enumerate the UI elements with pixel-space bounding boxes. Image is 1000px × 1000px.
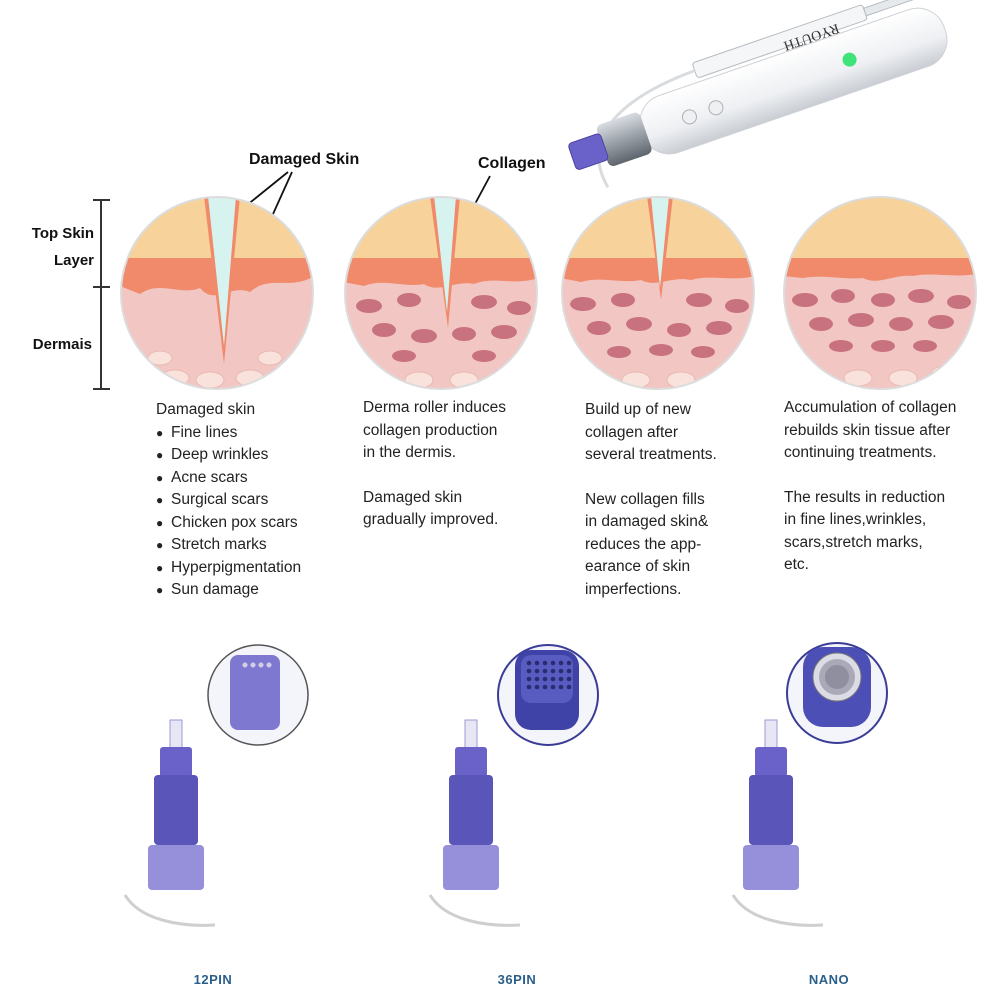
list-item: Stretch marks [156, 534, 346, 557]
column-4-text: Accumulation of collagen rebuilds skin t… [784, 397, 994, 577]
collagen-label: Collagen [478, 155, 546, 172]
cartridge-zoom-nano [786, 642, 888, 744]
cartridge-body [443, 719, 499, 890]
top-skin-layer-label: Top Skin Layer [14, 220, 94, 274]
cartridge-body [743, 719, 799, 890]
cartridge-zoom-12pin [207, 644, 309, 746]
cartridge-12pin [123, 644, 309, 927]
collagen-fill [651, 197, 669, 288]
skin-diagram-stage-1 [120, 196, 314, 390]
column-3-text: Build up of new collagen after several t… [585, 399, 775, 601]
list-item: Sun damage [156, 579, 346, 602]
cartridge-zoom-36pin [497, 644, 599, 746]
column-2-paragraph-1: Derma roller induces collagen production… [363, 399, 506, 461]
cartridge-label-36pin: 36PIN [497, 972, 537, 987]
column-4-paragraph-1: Accumulation of collagen rebuilds skin t… [784, 399, 957, 461]
skin-diagram-stage-3 [561, 196, 755, 390]
list-item: Hyperpigmentation [156, 557, 346, 580]
list-item: Acne scars [156, 467, 346, 490]
column-2-paragraph-2: Damaged skin gradually improved. [363, 488, 499, 529]
column-4-paragraph-2: The results in reduction in fine lines,w… [784, 488, 946, 574]
column-1-text: Damaged skin Fine lines Deep wrinkles Ac… [156, 399, 346, 602]
dermis-label: Dermais [32, 336, 92, 353]
microneedling-pen: RYOUTH [568, 0, 948, 188]
list-item: Chicken pox scars [156, 512, 346, 535]
collagen-fill [434, 197, 456, 312]
protective-cap-line [428, 894, 521, 927]
metal-collar [596, 112, 652, 166]
list-item: Fine lines [156, 422, 346, 445]
column-3-paragraph-2: New collagen fills in damaged skin& redu… [585, 490, 709, 598]
column-3-paragraph-1: Build up of new collagen after several t… [585, 401, 717, 463]
needle-cartridge-tip [568, 133, 609, 170]
down-button[interactable] [707, 99, 725, 117]
up-button[interactable] [681, 108, 699, 126]
cartridge-nano [731, 642, 888, 927]
damage-list: Fine lines Deep wrinkles Acne scars Surg… [156, 422, 346, 602]
power-led [842, 52, 857, 67]
skin-diagram-stage-4 [783, 196, 977, 390]
cartridge-body [148, 719, 204, 890]
top-skin-line1: Top Skin [31, 225, 94, 242]
skin-diagram-stage-2 [344, 196, 538, 390]
cartridge-label-12pin: 12PIN [193, 972, 233, 987]
protective-cap-line [123, 894, 216, 927]
column-1-title: Damaged skin [156, 401, 256, 418]
collagen-gap [208, 197, 236, 346]
list-item: Deep wrinkles [156, 444, 346, 467]
protective-cap-line [731, 894, 824, 927]
list-item: Surgical scars [156, 489, 346, 512]
column-2-text: Derma roller induces collagen production… [363, 397, 563, 532]
top-skin-line2: Layer [53, 252, 94, 269]
damaged-skin-label: Damaged Skin [249, 151, 360, 168]
cartridge-label-nano: NANO [808, 972, 850, 987]
cartridge-36pin [428, 644, 599, 927]
